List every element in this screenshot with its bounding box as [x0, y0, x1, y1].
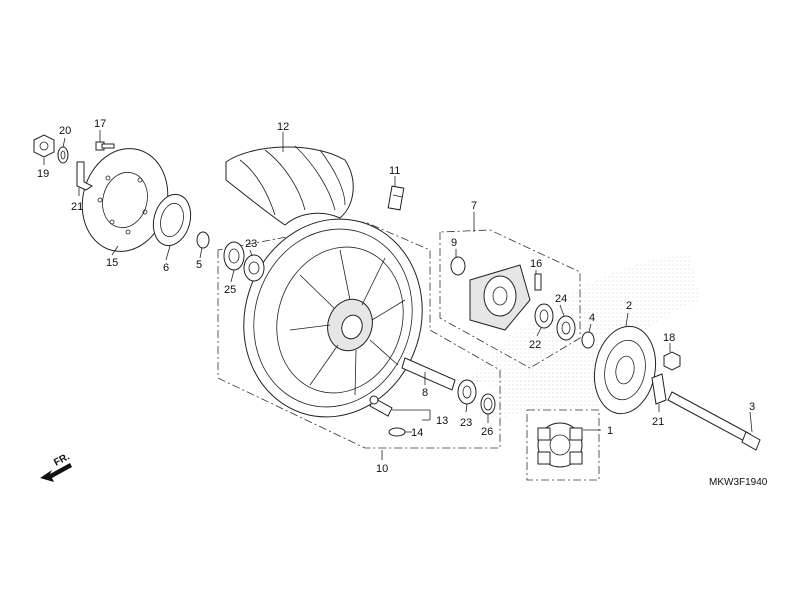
o-ring-14	[388, 427, 406, 437]
callout-13: 13	[436, 415, 448, 427]
nut-18	[663, 351, 681, 371]
callout-21-left: 21	[71, 201, 83, 213]
collar-8	[401, 357, 456, 391]
callout-1: 1	[607, 425, 613, 437]
callout-26: 26	[481, 426, 493, 438]
callout-8: 8	[422, 387, 428, 399]
callout-14: 14	[411, 427, 423, 439]
callout-19: 19	[37, 168, 49, 180]
nut-19	[33, 134, 55, 158]
damper-box	[526, 409, 600, 481]
callout-labels: 1 2 3 4 5 6 7 8 9 10 11 12 13 14 15 16 1…	[37, 118, 755, 475]
callout-17: 17	[94, 118, 106, 130]
stud-16	[534, 273, 542, 291]
callout-5: 5	[196, 259, 202, 271]
wheel-assembly-outline	[217, 221, 501, 449]
bracket-21-left	[76, 161, 93, 191]
callout-18: 18	[663, 332, 675, 344]
driven-flange-hub	[469, 264, 531, 331]
callout-3: 3	[749, 401, 755, 413]
callout-16: 16	[530, 258, 542, 270]
bearing-22	[534, 303, 554, 329]
oil-seal-26	[480, 393, 496, 415]
callout-22: 22	[529, 339, 541, 351]
callout-11: 11	[389, 165, 400, 177]
callout-4: 4	[589, 312, 595, 324]
hub-assembly-outline	[439, 229, 581, 369]
callout-25: 25	[224, 284, 236, 296]
callout-20: 20	[59, 125, 71, 137]
leader-lines	[43, 130, 753, 460]
washer-20	[57, 146, 69, 164]
bearing-23-right	[457, 379, 477, 405]
callout-6: 6	[163, 262, 169, 274]
callout-24: 24	[555, 293, 567, 305]
collar-9	[450, 256, 466, 276]
callout-9: 9	[451, 237, 457, 249]
spacer-5	[196, 231, 210, 249]
callout-15: 15	[106, 257, 118, 269]
balance-weight-11	[387, 185, 405, 211]
wheel-damper-1	[537, 422, 583, 468]
callout-23-left: 23	[245, 238, 257, 250]
rear-wheel-rim	[243, 218, 423, 418]
diagram-code: MKW3F1940	[709, 477, 768, 488]
sprocket-2	[593, 325, 657, 415]
sensor-ring	[152, 193, 192, 247]
callout-23-right: 23	[460, 417, 472, 429]
callout-12: 12	[277, 121, 289, 133]
bolt-17	[95, 141, 115, 151]
axle-3	[667, 391, 761, 451]
bracket-21-right	[651, 373, 667, 405]
callout-10: 10	[376, 463, 388, 475]
bearing-25	[223, 241, 245, 271]
front-direction-arrow: FR.	[40, 451, 72, 482]
valve-13	[369, 395, 393, 417]
tire	[225, 145, 354, 226]
bearing-23-left	[243, 254, 265, 282]
nut-4	[581, 331, 595, 349]
callout-2: 2	[626, 300, 632, 312]
bearing-24	[556, 315, 576, 341]
callout-21-right: 21	[652, 416, 664, 428]
callout-7: 7	[471, 200, 477, 212]
